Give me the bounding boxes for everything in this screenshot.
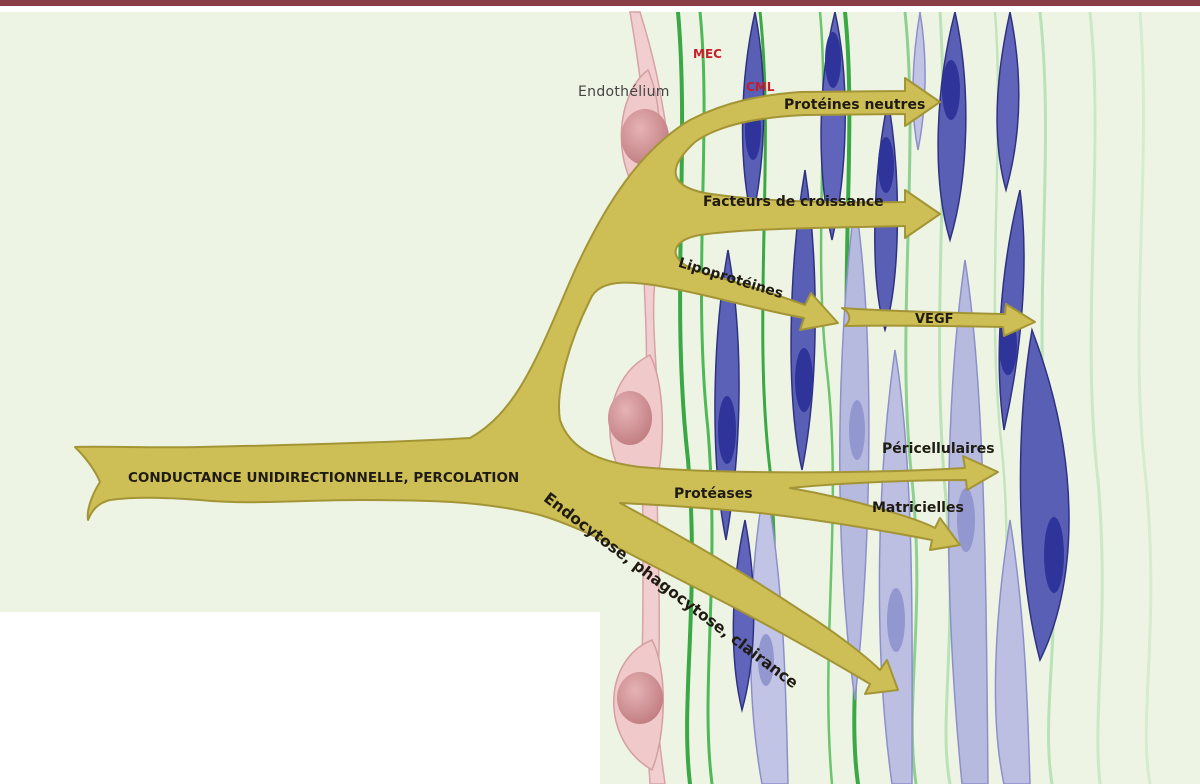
matrix-fiber <box>1137 12 1153 784</box>
main-flow-label: CONDUCTANCE UNIDIRECTIONNELLE, PERCOLATI… <box>128 470 520 486</box>
vegf-arrow <box>841 303 1036 337</box>
matrix-fiber <box>903 12 919 784</box>
endothelial-nucleus <box>608 391 652 445</box>
smooth-muscle-cell <box>994 519 1031 784</box>
smc-nucleus <box>849 400 865 460</box>
growth-factors-label: Facteurs de croissance <box>703 194 884 210</box>
proteases-label: Protéases <box>674 486 753 502</box>
smc-nucleus <box>825 32 841 88</box>
vegf-label: VEGF <box>915 312 954 327</box>
endothelial-nucleus <box>617 672 663 724</box>
smooth-muscle-cell <box>714 249 740 541</box>
smooth-muscle-cell <box>996 12 1020 193</box>
endothelium-label: Endothélium <box>578 84 670 100</box>
main-flow-trunk <box>74 77 999 695</box>
matrix-label: Matricielles <box>872 500 964 516</box>
matrix-fiber <box>1088 12 1104 784</box>
smc-nucleus <box>887 588 905 652</box>
mec-label: MEC <box>693 47 722 61</box>
smc-nucleus <box>957 488 975 552</box>
smc-nucleus <box>1044 517 1064 593</box>
smc-nucleus <box>942 60 960 120</box>
top-rule <box>0 0 1200 6</box>
pericellular-label: Péricellulaires <box>882 441 995 457</box>
smc-nucleus <box>758 634 774 686</box>
smc-nucleus <box>795 348 813 412</box>
neutral-proteins-label: Protéines neutres <box>784 97 926 113</box>
cml-label: CML <box>746 80 775 94</box>
smc-nucleus <box>718 396 736 464</box>
flow-arrows <box>74 77 1036 695</box>
smc-nucleus <box>878 137 894 193</box>
